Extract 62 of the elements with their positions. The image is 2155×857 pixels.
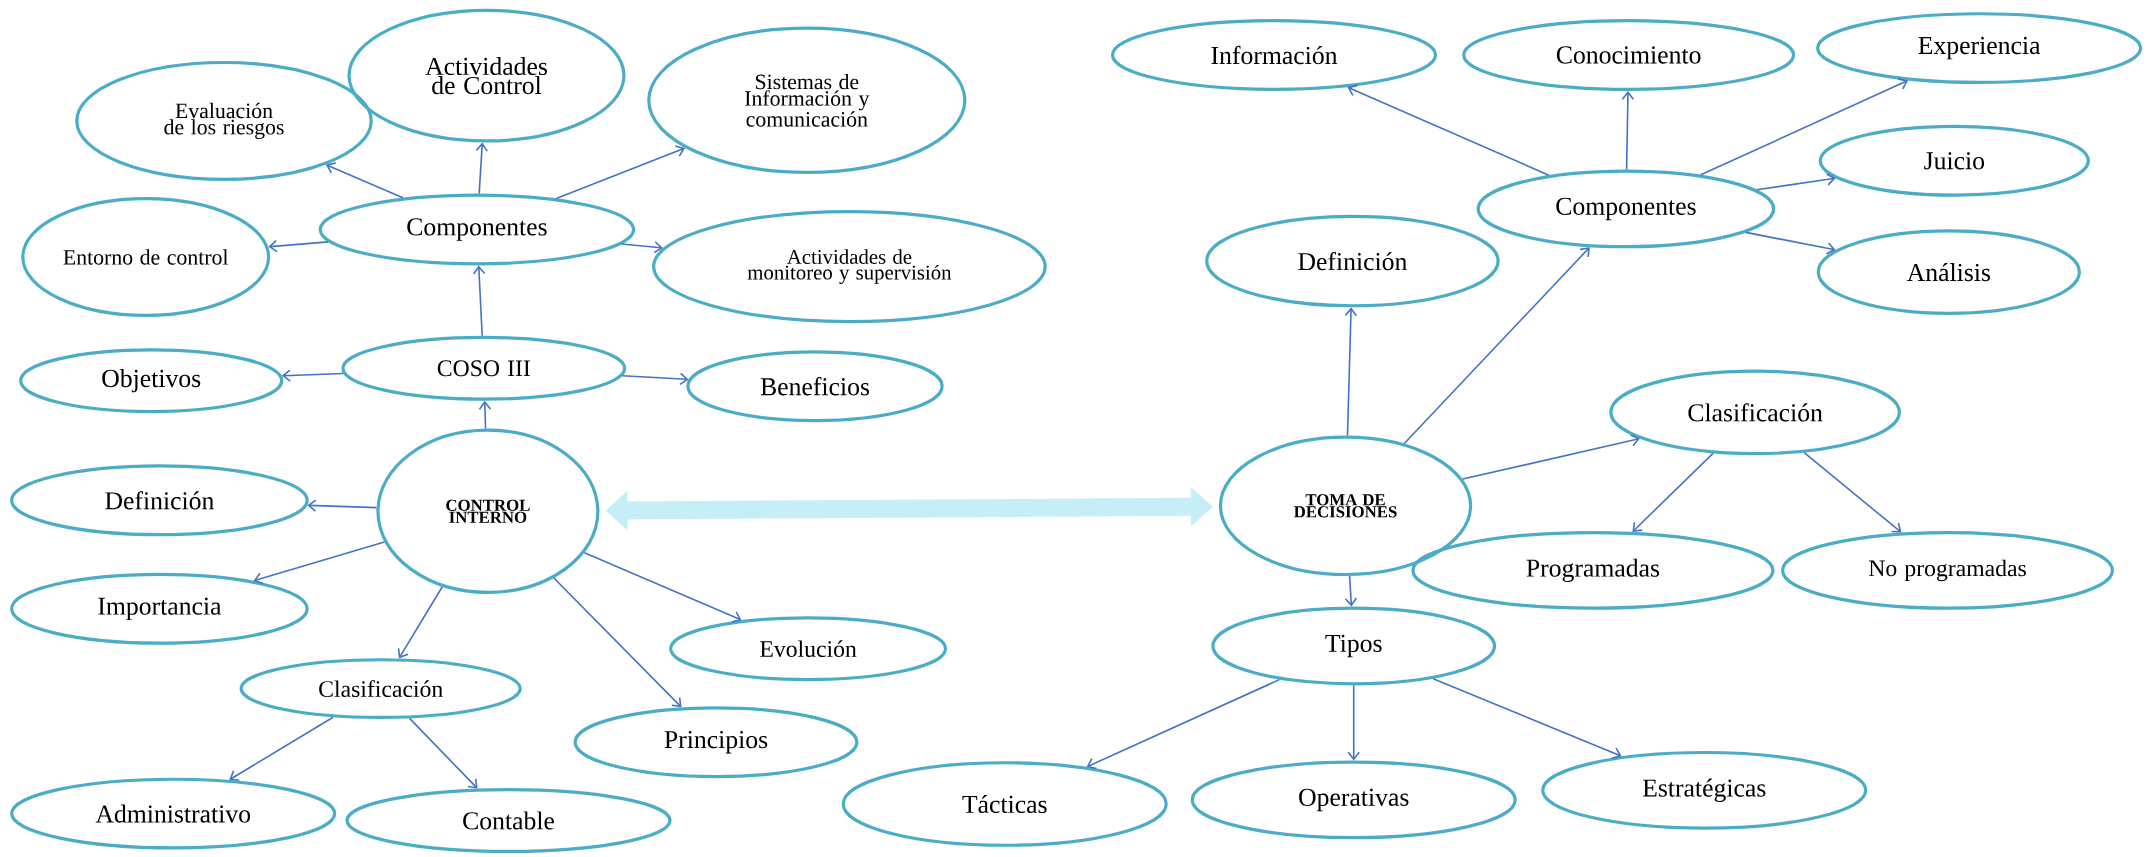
arrow bbox=[583, 551, 742, 623]
ellipse-node: Componentes bbox=[318, 193, 636, 266]
ellipse-node: No programadas bbox=[1781, 531, 2114, 610]
ellipse-node: Actividades de Control bbox=[347, 8, 626, 143]
ellipse-node: Principios bbox=[573, 706, 859, 779]
ellipse-node: Definición bbox=[1205, 214, 1500, 308]
arrow bbox=[1700, 78, 1909, 176]
ellipse-node: Evaluación de los riesgos bbox=[75, 60, 373, 181]
arrow bbox=[397, 585, 444, 659]
ellipse-node: Estratégicas bbox=[1541, 750, 1868, 830]
arrow bbox=[1344, 307, 1358, 437]
arrow bbox=[229, 716, 334, 782]
ellipse-node: TOMA DE DECISIONES bbox=[1218, 435, 1473, 577]
arrow bbox=[325, 162, 404, 199]
arrow bbox=[307, 499, 378, 512]
arrow bbox=[1347, 684, 1360, 761]
arrow bbox=[621, 240, 663, 254]
arrow bbox=[555, 145, 686, 200]
arrow bbox=[553, 577, 682, 708]
ellipse-node: Juicio bbox=[1818, 124, 2090, 197]
arrow bbox=[1755, 173, 1836, 191]
ellipse-node: Tipos bbox=[1211, 606, 1497, 686]
arrow bbox=[478, 400, 492, 430]
arrow bbox=[1632, 452, 1714, 532]
ellipse-node: Clasificación bbox=[1609, 369, 1901, 456]
arrow bbox=[1461, 434, 1640, 480]
ellipse-node: Análisis bbox=[1816, 229, 2081, 315]
arrow bbox=[268, 239, 330, 253]
ellipse-node: Programadas bbox=[1411, 531, 1775, 610]
arrow bbox=[1344, 575, 1358, 607]
arrow bbox=[1432, 677, 1622, 760]
ellipse-node: Contable bbox=[345, 788, 672, 853]
arrow bbox=[1086, 678, 1281, 770]
arrow bbox=[281, 369, 345, 382]
ellipse-node: Información bbox=[1110, 19, 1438, 91]
ellipse-node: Importancia bbox=[10, 572, 309, 645]
arrow bbox=[253, 541, 386, 585]
arrow bbox=[472, 265, 486, 337]
arrow bbox=[1621, 90, 1635, 171]
ellipse-node: Beneficios bbox=[686, 350, 944, 423]
arrow bbox=[1403, 247, 1590, 445]
ellipse-node: Clasificación bbox=[239, 658, 522, 720]
ellipse-node: Objetivos bbox=[19, 348, 284, 414]
arrow bbox=[1347, 84, 1550, 176]
ellipse-node: Conocimiento bbox=[1462, 19, 1796, 91]
ellipse-node: Componentes bbox=[1476, 169, 1776, 249]
ellipse-node: Administrativo bbox=[10, 777, 337, 850]
arrow bbox=[408, 717, 478, 789]
ellipse-node: Evolución bbox=[669, 616, 948, 682]
ellipse-node: Tácticas bbox=[841, 761, 1168, 847]
arrow bbox=[1803, 451, 1902, 533]
ellipse-node: Definición bbox=[10, 464, 309, 537]
arrow bbox=[475, 142, 489, 195]
ellipse-node: Actividades de monitoreo y supervisión bbox=[652, 210, 1047, 324]
ellipse-node: Operativas bbox=[1190, 760, 1517, 840]
arrow bbox=[1745, 231, 1836, 255]
ellipse-node: Entorno de control bbox=[21, 197, 271, 317]
ellipse-node: CONTROL INTERNO bbox=[376, 428, 600, 594]
ellipse-node: Experiencia bbox=[1816, 12, 2143, 85]
ellipse-node: COSO III bbox=[341, 335, 627, 401]
arrow bbox=[621, 372, 689, 386]
ellipse-node: Sistemas de Información y comunicación bbox=[647, 26, 967, 175]
